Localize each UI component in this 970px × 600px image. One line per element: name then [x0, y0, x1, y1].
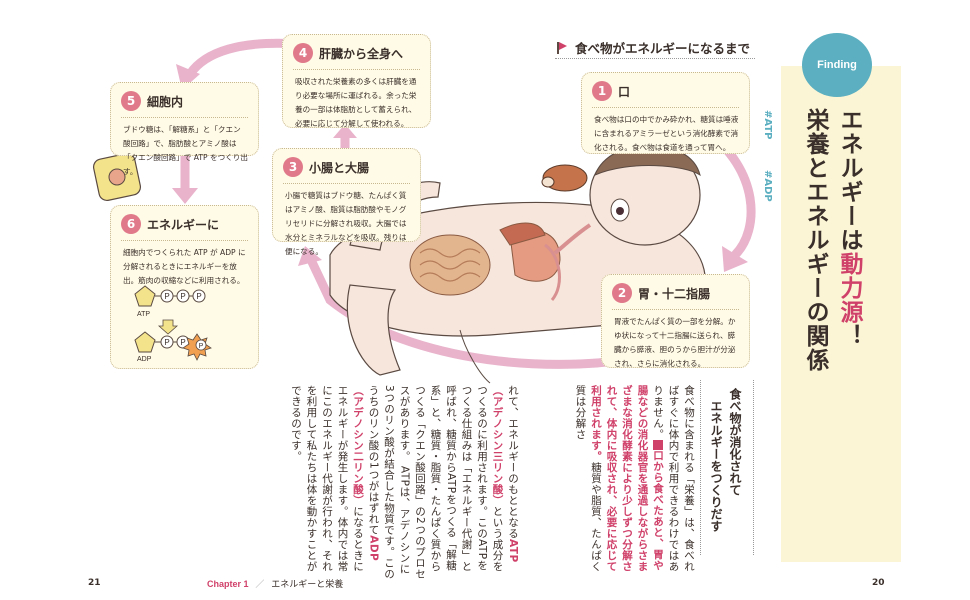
sidebar-text-a: 食べ物に含まれる「栄養」は、食べればすぐに体内で利用できるわけではありません。: [652, 385, 695, 572]
card-intestines: 3 小腸と大腸 小腸で糖質はブドウ糖、たんぱく質はアミノ酸、脂質は脂肪酸やモノグリ…: [272, 148, 421, 256]
cell-illustration: [92, 152, 142, 202]
card-divider: [121, 117, 248, 118]
sidebar-text: 食べ物に含まれる「栄養」は、食べればすぐに体内で利用できるわけではありません。口…: [548, 385, 696, 580]
section-heading: 食べ物がエネルギーになるまで: [557, 38, 750, 57]
card-number: 2: [612, 283, 632, 303]
finding-title-mark: ！: [836, 324, 862, 348]
adp-label: ADP: [137, 356, 152, 362]
card-divider: [293, 69, 420, 70]
p-label: P: [164, 292, 169, 301]
finding-title-highlight: 動力源: [836, 252, 862, 324]
card-title: 胃・十二指腸: [638, 286, 711, 301]
card-title: エネルギーに: [147, 217, 220, 232]
card-number: 1: [592, 81, 612, 101]
section-title: 食べ物がエネルギーになるまで: [575, 41, 751, 56]
sidebar-text-b: 口から食べたあと、胃や腸などの消化器官を通過しながらさまざまな消化酵素により少し…: [590, 385, 664, 572]
main-text-atp: ATP（アデノシン三リン酸）: [491, 385, 520, 563]
chapter-title: エネルギーと栄養: [271, 580, 344, 590]
section-heading-rule: [555, 58, 755, 59]
sidebar-text-c: 糖質や脂質、たんぱく質は分解さ: [574, 385, 603, 572]
flag-icon: [557, 41, 569, 54]
card-divider: [121, 240, 248, 241]
main-text-adp: ADP（アデノシン二リン酸）: [352, 385, 380, 562]
card-title: 口: [618, 84, 631, 99]
finding-badge-label: Finding: [817, 59, 857, 71]
finding-title-line1: エネルギーは動力源！: [834, 108, 864, 348]
chapter-number: Chapter 1: [207, 579, 249, 589]
card-title: 細胞内: [147, 94, 184, 109]
flag-icon: [653, 440, 663, 450]
meat-illustration: [541, 164, 588, 192]
card-liver: 4 肝臓から全身へ 吸収された栄養素の多くは肝臓を通り必要な場所に運ばれる。余った…: [282, 34, 431, 128]
card-divider: [592, 107, 739, 108]
card-body: 食べ物は口の中でかみ砕かれ、糖質は唾液に含まれるアミラーゼという消化酵素で消化さ…: [594, 115, 739, 152]
p-label: P: [180, 338, 185, 347]
card-cell: 5 細胞内 ブドウ糖は、「解糖系」と「クエン酸回路」で、脂肪酸とアミノ酸は「クエン…: [110, 82, 259, 176]
p-label: P: [199, 343, 204, 350]
finding-title-part1: エネルギーは: [836, 108, 862, 252]
card-divider: [612, 309, 739, 310]
down-arrow-icon: [157, 319, 179, 335]
page-number-left: 21: [88, 578, 101, 588]
card-body: 胃液でたんぱく質の一部を分解。かゆ状になって十二指腸に送られ、膵臓から膵液、胆の…: [614, 317, 736, 368]
p-label: P: [196, 292, 201, 301]
sidebar-heading-box: [700, 380, 754, 555]
card-number: 5: [121, 91, 141, 111]
main-text-1: れて、エネルギーのもととなる: [507, 385, 519, 539]
card-title: 小腸と大腸: [309, 160, 370, 175]
card-body: 小腸で糖質はブドウ糖、たんぱく質はアミノ酸、脂質は脂肪酸やモノグリセリドに分解さ…: [285, 191, 407, 256]
card-divider: [283, 183, 410, 184]
card-number: 6: [121, 214, 141, 234]
card-energy: 6 エネルギーに 細胞内でつくられた ATP が ADP に分解されるときにエネル…: [110, 205, 259, 369]
tag-adp: #ADP: [762, 170, 773, 202]
main-text: れて、エネルギーのもととなるATP（アデノシン三リン酸）という成分をつくるのに利…: [100, 385, 520, 580]
sidebar-title-1: 食べ物が消化されて: [728, 388, 742, 496]
finding-title-line2: 栄養とエネルギーの関係: [802, 108, 828, 372]
main-text-3: になるときにエネルギーが発生します。体内では常にこのエネルギー代謝が行われ、それ…: [290, 385, 364, 572]
page-number-right: 20: [872, 578, 885, 588]
card-stomach: 2 胃・十二指腸 胃液でたんぱく質の一部を分解。かゆ状になって十二指腸に送られ、膵…: [601, 274, 750, 368]
tag-atp: #ATP: [762, 110, 773, 140]
p-label: P: [180, 292, 185, 301]
card-body: ブドウ糖は、「解糖系」と「クエン酸回路」で、脂肪酸とアミノ酸は「クエン酸回路」で…: [123, 125, 248, 176]
chapter-separator: ／: [255, 580, 265, 590]
card-number: 3: [283, 157, 303, 177]
chapter-label: Chapter 1 ／ エネルギーと栄養: [207, 577, 343, 590]
finding-panel: [781, 66, 901, 562]
atp-adp-diagram: P P P ATP P P P ADP: [134, 285, 212, 362]
sidebar-title-2: エネルギーをつくりだす: [709, 400, 723, 532]
card-title: 肝臓から全身へ: [319, 46, 404, 61]
main-text-2: という成分をつくるのに利用されます。このATPをつくる仕組みは「エネルギー代謝」…: [367, 385, 504, 580]
p-label: P: [164, 338, 169, 347]
atp-label: ATP: [137, 311, 150, 318]
card-body: 吸収された栄養素の多くは肝臓を通り必要な場所に運ばれる。余った栄養の一部は体脂肪…: [295, 77, 417, 128]
card-body: 細胞内でつくられた ATP が ADP に分解されるときにエネルギーを放出。筋肉…: [123, 248, 246, 285]
finding-badge: Finding: [802, 33, 872, 97]
card-number: 4: [293, 43, 313, 63]
